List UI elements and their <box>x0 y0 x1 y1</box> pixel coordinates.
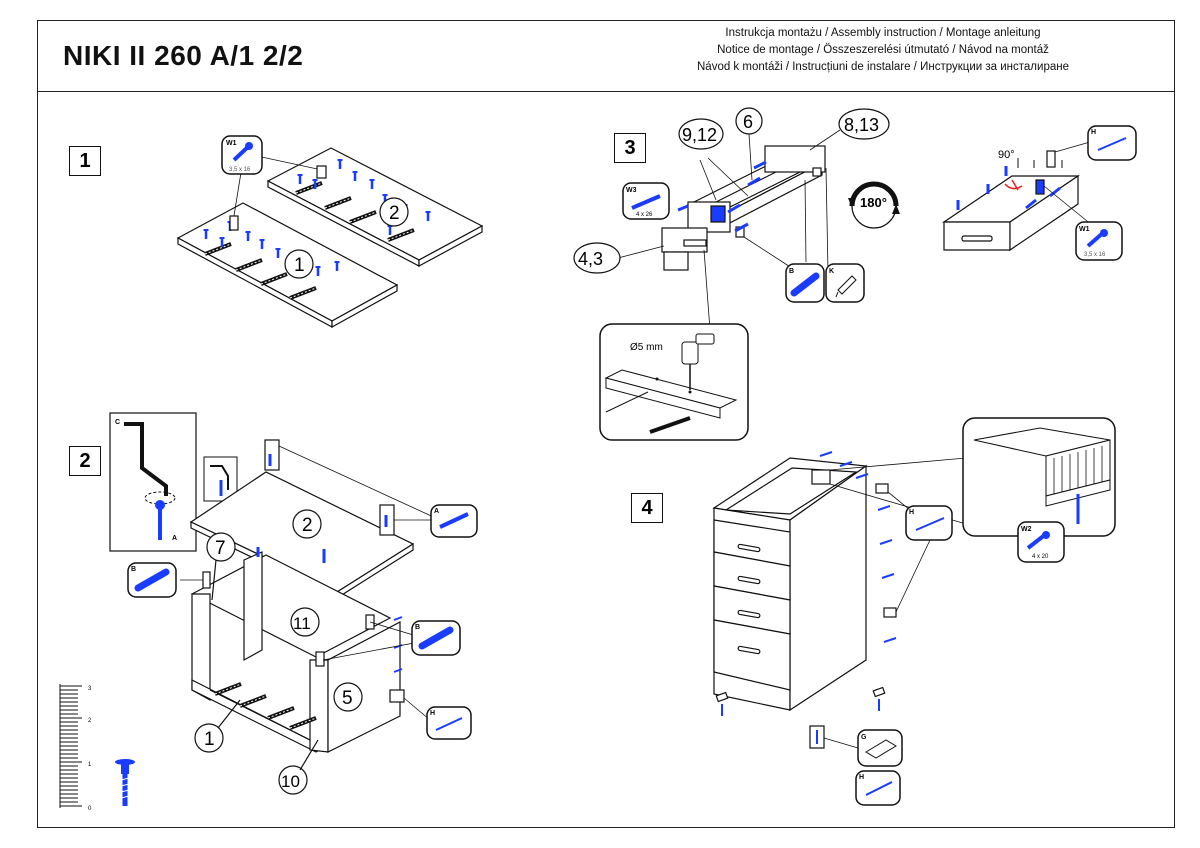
drill-inset: Ø5 mm <box>599 323 749 441</box>
w1-code-2: W1 <box>1079 226 1090 233</box>
h-code-3: H <box>909 509 914 516</box>
part-label-6: 6 <box>743 112 753 132</box>
hardware-badges-step3: W3 4 x 26 B K <box>622 182 865 303</box>
part-label-10: 10 <box>281 772 300 791</box>
g-code: G <box>861 734 867 741</box>
drill-diameter: Ø5 mm <box>630 342 663 353</box>
step-4-cabinet <box>712 451 967 749</box>
instruction-page <box>37 20 1175 828</box>
hardware-badges-step4: W2 4 x 20 H G H <box>855 505 1065 806</box>
step-2-drawing <box>180 439 441 753</box>
step-4-joint-inset <box>962 417 1116 537</box>
angle-label: 90° <box>998 149 1015 161</box>
step-2-cam-inset: C A <box>109 412 238 552</box>
part-label-4-3: 4,3 <box>578 249 603 269</box>
part-label-1b: 1 <box>204 729 215 750</box>
w3-size: 4 x 26 <box>636 212 653 218</box>
rotate-label: 180° <box>860 195 887 210</box>
b-code-2: B <box>415 624 420 631</box>
h-code-1: H <box>430 710 435 717</box>
w2-code: W2 <box>1021 526 1032 533</box>
w2-size: 4 x 20 <box>1032 554 1049 560</box>
header-divider <box>37 91 1175 92</box>
hardware-badges-step3b: H W1 3,5 x 16 <box>1075 125 1137 261</box>
w1-size-2: 3,5 x 16 <box>1084 252 1106 258</box>
h-code-4: H <box>859 774 864 781</box>
part-label-9-12: 9,12 <box>682 125 717 145</box>
c-code: C <box>115 419 120 426</box>
step-3-drawer-exploded <box>617 129 841 331</box>
scale-3: 3 <box>88 686 92 692</box>
languages-line-3: Návod k montáži / Instrucțiuni de instal… <box>697 61 1069 73</box>
a-code-inset: A <box>172 535 177 542</box>
part-label-5: 5 <box>342 688 353 709</box>
hardware-badges-step2: A B B H <box>127 504 478 740</box>
h-code-2: H <box>1091 129 1096 136</box>
scale-2: 2 <box>88 718 92 724</box>
part-label-2: 2 <box>389 203 400 224</box>
part-label-2b: 2 <box>302 515 313 536</box>
part-label-11: 11 <box>293 614 311 633</box>
part-callouts-step1 <box>284 197 409 279</box>
step-2-label: 2 <box>69 446 101 476</box>
a-code: A <box>434 508 439 515</box>
part-callouts-step3 <box>573 107 890 274</box>
page-title: NIKI II 260 A/1 2/2 <box>63 40 304 71</box>
rotate-180-icon: 180° <box>848 181 900 229</box>
hardware-w1-step1: W1 3,5 x 16 <box>221 135 263 175</box>
step-1-label: 1 <box>69 146 101 176</box>
step-3-label: 3 <box>614 133 646 163</box>
part-callouts-step2 <box>194 509 363 795</box>
step-1-drawing <box>176 147 484 329</box>
w3-code: W3 <box>626 187 637 194</box>
w1-code: W1 <box>226 140 237 147</box>
header: NIKI II 260 A/1 2/2 Instrukcja montażu /… <box>37 20 1175 92</box>
step-4-label: 4 <box>631 493 663 523</box>
scale-1: 1 <box>88 762 92 768</box>
part-label-8-13: 8,13 <box>844 115 879 135</box>
b-code-1: B <box>131 566 136 573</box>
part-label-7: 7 <box>215 538 226 559</box>
step-3-drawer-assembled <box>942 141 1099 252</box>
k-code: K <box>829 268 834 275</box>
screw-scale: 3 2 1 0 <box>59 684 135 812</box>
part-label-1: 1 <box>294 255 305 276</box>
b-code-3: B <box>789 268 794 275</box>
languages-line-2: Notice de montage / Összeszerelési útmut… <box>717 44 1049 56</box>
w1-size: 3,5 x 16 <box>229 167 251 173</box>
languages-line-1: Instrukcja montażu / Assembly instructio… <box>725 27 1041 39</box>
scale-0: 0 <box>88 806 92 812</box>
